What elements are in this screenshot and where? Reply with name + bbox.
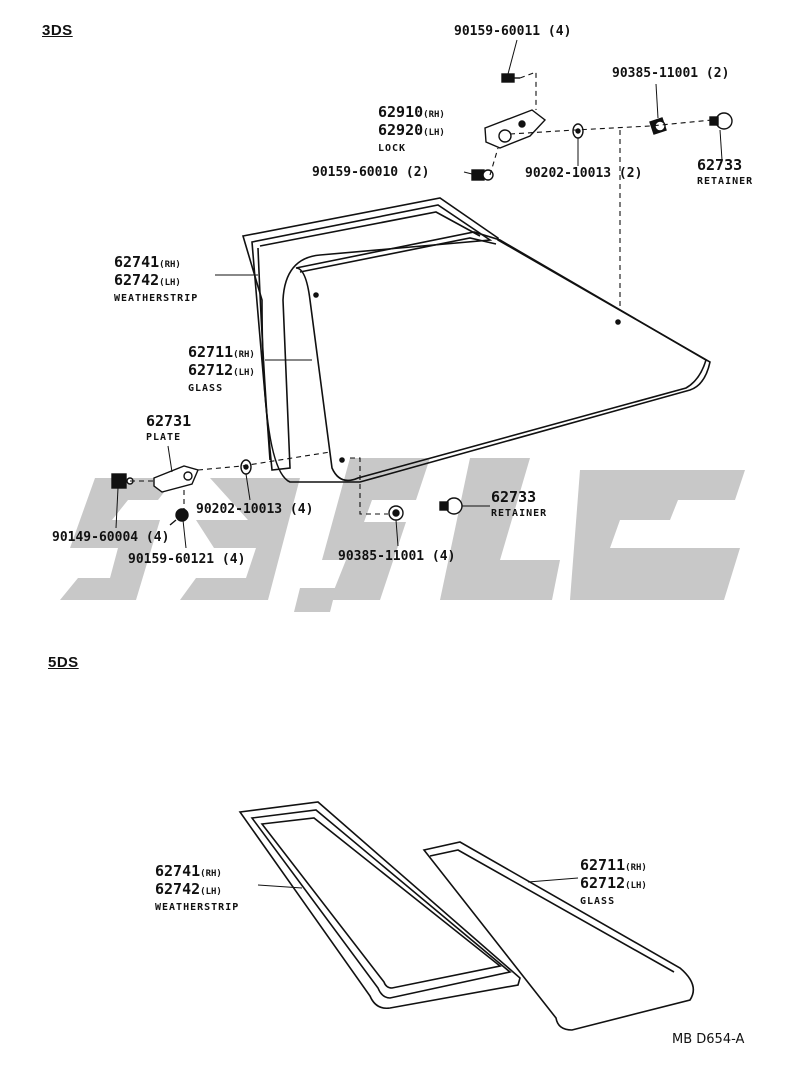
part-number-rh: 62711 [188, 343, 234, 361]
side-lh: (LH) [625, 881, 647, 891]
part-number-rh: 62910 [378, 103, 424, 121]
quantity: (4) [289, 502, 314, 517]
quantity: (2) [405, 165, 430, 180]
diagram-reference-code: MB D654-A [672, 1032, 745, 1047]
label-grommet-top: 90385-11001 (2) [612, 66, 729, 81]
glass-3ds-inner [299, 237, 497, 273]
part-description: LOCK [378, 143, 407, 154]
drawing-3ds [241, 197, 711, 483]
drawing-5ds [238, 801, 695, 1031]
watermark-logo [60, 458, 745, 612]
label-glass-5ds: 62711(RH) 62712(LH) GLASS [580, 858, 647, 909]
label-nut: 90149-60004 (4) [52, 530, 169, 545]
label-washer-top: 90202-10013 (2) [525, 166, 642, 181]
weatherstrip-5ds-inner2 [260, 817, 502, 989]
part-number: 90385-11001 [612, 66, 699, 81]
grommet-bottom-icon [388, 505, 404, 521]
retainer-bottom-icon [439, 497, 463, 515]
part-number-lh: 62920 [378, 121, 424, 139]
part-number: 62731 [146, 412, 192, 430]
part-number-rh: 62741 [114, 253, 160, 271]
label-weatherstrip-3ds: 62741(RH) 62742(LH) WEATHERSTRIP [114, 255, 198, 306]
part-number-lh: 62712 [580, 874, 626, 892]
screw-bottom-icon [169, 508, 189, 526]
label-screw-top: 90159-60011 (4) [454, 24, 571, 39]
screw-mid-icon [471, 169, 494, 181]
weatherstrip-3ds-inner2 [259, 211, 481, 247]
label-lock: 62910(RH) 62920(LH) LOCK [378, 105, 445, 156]
weatherstrip-3ds-inner1 [251, 204, 493, 471]
part-number: 62733 [491, 488, 537, 506]
grommet-top-icon [649, 117, 667, 135]
glass-3ds [295, 231, 707, 482]
part-number: 90202-10013 [196, 502, 283, 517]
side-lh: (LH) [200, 887, 222, 897]
part-description: WEATHERSTRIP [155, 902, 240, 913]
side-lh: (LH) [233, 368, 255, 378]
side-rh: (RH) [159, 260, 181, 270]
part-description: RETAINER [491, 508, 548, 519]
hardware-3ds [111, 73, 733, 526]
quantity: (4) [547, 24, 572, 39]
label-washer-bottom: 90202-10013 (4) [196, 502, 313, 517]
part-number-lh: 62742 [155, 880, 201, 898]
leader-lines-3ds [115, 39, 723, 549]
label-retainer-top: 62733 RETAINER [697, 158, 753, 189]
quantity: (4) [431, 549, 456, 564]
part-description: GLASS [580, 896, 616, 907]
part-number-rh: 62711 [580, 856, 626, 874]
washer-bottom-icon [240, 459, 252, 475]
side-rh: (RH) [625, 863, 647, 873]
part-number-rh: 62741 [155, 862, 201, 880]
side-rh: (RH) [200, 869, 222, 879]
weatherstrip-3ds-inner3 [257, 247, 271, 461]
label-retainer-bottom: 62733 RETAINER [491, 490, 547, 521]
weatherstrip-5ds-inner1 [250, 809, 512, 999]
washer-top-icon [572, 123, 584, 139]
label-screw-mid: 90159-60010 (2) [312, 165, 429, 180]
quantity: (4) [221, 552, 246, 567]
quantity: (2) [705, 66, 730, 81]
part-number: 90159-60010 [312, 165, 399, 180]
side-lh: (LH) [423, 128, 445, 138]
label-plate: 62731 PLATE [146, 414, 191, 445]
part-description: WEATHERSTRIP [114, 293, 199, 304]
part-number: 90149-60004 [52, 530, 139, 545]
label-glass-3ds: 62711(RH) 62712(LH) GLASS [188, 345, 255, 396]
retainer-top-icon [709, 112, 733, 130]
side-lh: (LH) [159, 278, 181, 288]
part-description: PLATE [146, 432, 182, 443]
section-title-3ds: 3DS [42, 22, 73, 39]
label-screw-bottom: 90159-60121 (4) [128, 552, 245, 567]
glass-5ds-inner [429, 849, 675, 973]
part-number-lh: 62742 [114, 271, 160, 289]
part-number: 90159-60011 [454, 24, 541, 39]
part-number: 62733 [697, 156, 743, 174]
lock-icon [484, 109, 547, 149]
weatherstrip-5ds-outline [238, 801, 521, 1010]
label-weatherstrip-5ds: 62741(RH) 62742(LH) WEATHERSTRIP [155, 864, 239, 915]
plate-icon [153, 465, 199, 493]
quantity: (4) [145, 530, 170, 545]
label-grommet-bottom: 90385-11001 (4) [338, 549, 455, 564]
screw-top-icon [501, 73, 520, 83]
part-number: 90159-60121 [128, 552, 215, 567]
leader-lines-5ds [257, 877, 579, 889]
side-rh: (RH) [233, 350, 255, 360]
part-number: 90385-11001 [338, 549, 425, 564]
part-number: 90202-10013 [525, 166, 612, 181]
part-description: RETAINER [697, 176, 754, 187]
quantity: (2) [618, 166, 643, 181]
part-description: GLASS [188, 383, 224, 394]
side-rh: (RH) [423, 110, 445, 120]
section-title-5ds: 5DS [48, 654, 79, 671]
nut-icon [111, 473, 134, 489]
glass-5ds [422, 841, 695, 1031]
part-number-lh: 62712 [188, 361, 234, 379]
